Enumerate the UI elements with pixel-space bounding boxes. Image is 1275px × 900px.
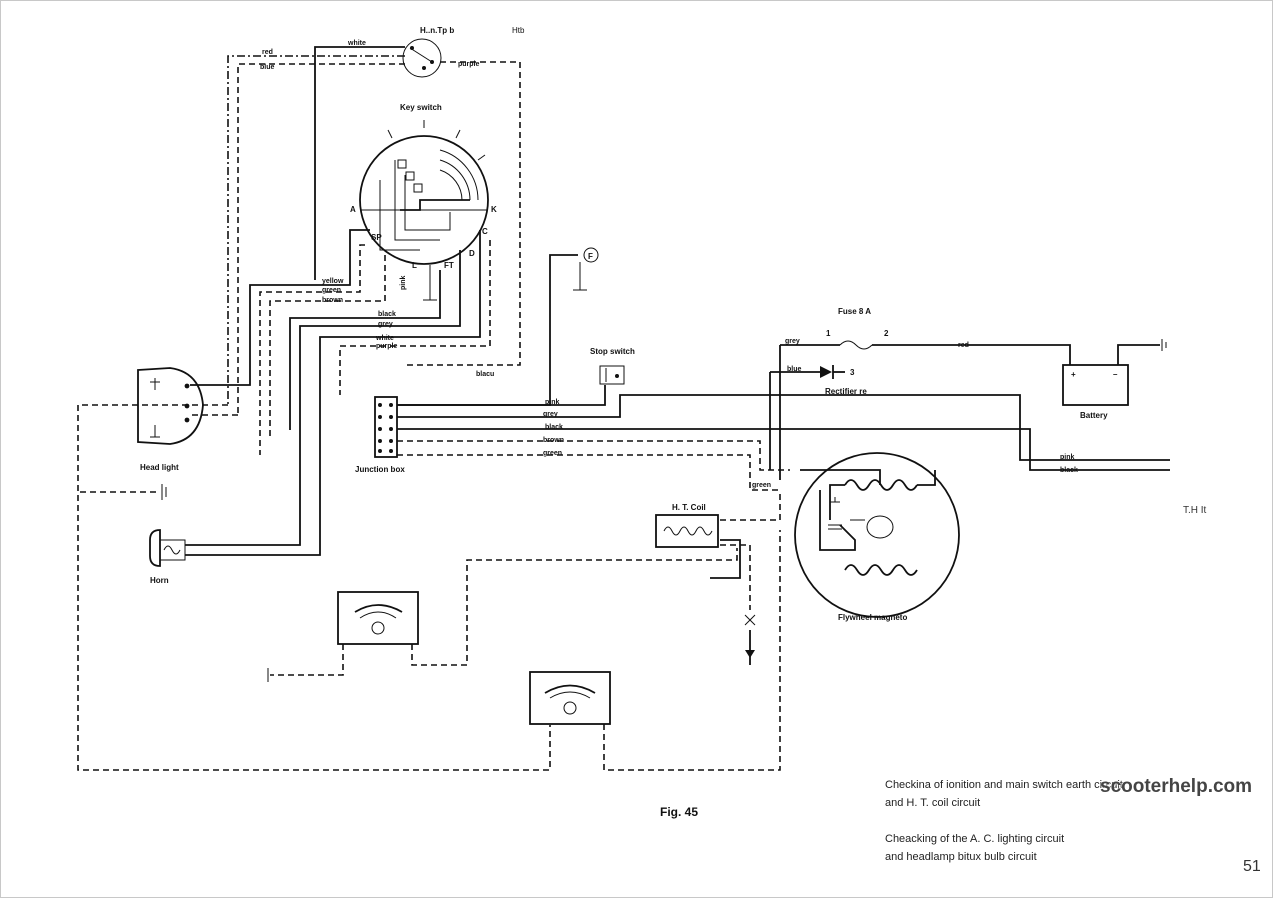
wire-white-top	[314, 46, 405, 280]
fuse-terminal-2: 2	[884, 329, 889, 338]
wire-red-right-label: red	[958, 342, 969, 349]
ht-coil-label: H. T. Coil	[672, 503, 706, 512]
head-light-label: Head light	[140, 463, 179, 472]
battery-minus: –	[1113, 370, 1118, 379]
wire-pink-vertical-label: pink	[400, 276, 407, 290]
terminal-d: D	[469, 249, 475, 258]
wire-purple-top	[405, 61, 521, 366]
wire-earth-loop	[77, 404, 551, 771]
wire-green-coil-label: green	[752, 482, 771, 489]
wire-grey-label: grey	[378, 321, 393, 328]
wire-black-main-label: black	[545, 424, 563, 431]
wire-blue-top-label: blue	[260, 64, 274, 71]
caption-line-3: Cheacking of the A. C. lighting circuit	[885, 833, 1065, 845]
wire-green	[259, 244, 365, 455]
wire-grey-main-label: grey	[543, 411, 558, 418]
gauge-lower	[529, 530, 781, 771]
ht-switch: H..n.Tp b	[402, 26, 454, 78]
wire-blue-top	[237, 63, 405, 415]
wire-black-main	[397, 428, 1170, 471]
wire-yellow-label: yellow	[322, 278, 344, 285]
battery-plus: +	[1071, 370, 1076, 379]
wire-pink	[397, 385, 606, 406]
wire-green-main	[397, 454, 778, 491]
terminal-a: A	[350, 205, 356, 214]
head-light: Head light	[137, 367, 204, 472]
wire-green-label: green	[322, 287, 341, 294]
rectifier-terminal-3: 3	[850, 368, 855, 377]
flywheel-magneto: Flywheel magneto	[794, 452, 960, 622]
terminal-f: F	[588, 252, 593, 261]
wire-brown	[269, 255, 386, 440]
horn-label: Horn	[150, 576, 169, 585]
ht-coil: H. T. Coil green	[655, 482, 781, 665]
wire-pink-right-label: pink	[1060, 454, 1074, 461]
wire-black	[289, 270, 441, 430]
battery-label: Battery	[1080, 411, 1108, 420]
key-switch: Key switch A K SP C FT D L pink	[350, 103, 497, 301]
junction-box-label: Junction box	[355, 465, 405, 474]
stop-switch: Stop switch	[590, 347, 635, 385]
flywheel-label: Flywheel magneto	[838, 613, 907, 622]
rectifier-label: Rectifier re	[825, 387, 867, 396]
caption-line-1: Checkina of ionition and main switch ear…	[885, 779, 1123, 791]
wire-white-label: white	[375, 335, 394, 342]
wire-blacu	[397, 254, 578, 406]
fuse-terminal-1: 1	[826, 329, 831, 338]
wire-purple-label: purple	[376, 343, 397, 350]
horn: Horn	[149, 529, 186, 585]
side-label: T.H It	[1183, 505, 1207, 516]
wire-pink-label: pink	[545, 399, 559, 406]
wire-brown-label: brown	[322, 297, 343, 304]
wire-white	[185, 230, 481, 556]
terminal-sp: SP	[371, 233, 382, 242]
wire-grey-right-label: grey	[785, 338, 800, 345]
key-switch-label: Key switch	[400, 103, 442, 112]
wire-brown-main-label: brown	[543, 437, 564, 444]
wire-yellow	[190, 229, 370, 386]
wire-black-right-label: black	[1060, 467, 1078, 474]
wire-blacu-label: blacu	[476, 371, 494, 378]
watermark: scooterhelp.com	[1100, 776, 1253, 797]
f-lamp: F	[573, 247, 599, 291]
wire-green-main-label: green	[543, 450, 562, 457]
wire-white-top-label: white	[347, 40, 366, 47]
wire-red-top-label: red	[262, 49, 273, 56]
fuse-label: Fuse 8 A	[838, 307, 871, 316]
caption-line-4: and headlamp bitux bulb circuit	[885, 851, 1037, 863]
ht-switch-label: H..n.Tp b	[420, 26, 454, 35]
wire-brown-main	[397, 440, 790, 471]
htb-label: Htb	[512, 26, 525, 35]
page-number: 51	[1243, 858, 1261, 875]
wire-grey	[185, 250, 461, 546]
terminal-k: K	[491, 205, 497, 214]
figure-label: Fig. 45	[660, 805, 699, 819]
caption-line-2: and H. T. coil circuit	[885, 797, 981, 809]
fuse-group: Fuse 8 A 1 2 grey red	[779, 307, 1071, 480]
rectifier: blue 3 Rectifier re	[769, 365, 867, 470]
wire-purple	[339, 240, 491, 395]
wire-grey-main	[397, 394, 1170, 461]
gauge-upper	[267, 548, 738, 682]
junction-box: Junction box	[355, 396, 405, 474]
terminal-c: C	[482, 227, 488, 236]
stop-switch-label: Stop switch	[590, 347, 635, 356]
battery: + – Battery	[1062, 339, 1167, 420]
wire-purple-top-label: purple	[458, 61, 479, 68]
terminal-ft: FT	[444, 261, 454, 270]
wire-red-top	[227, 55, 405, 405]
wire-blue-right-label: blue	[787, 366, 801, 373]
wire-black-label: black	[378, 311, 396, 318]
terminal-l: L	[412, 261, 417, 270]
